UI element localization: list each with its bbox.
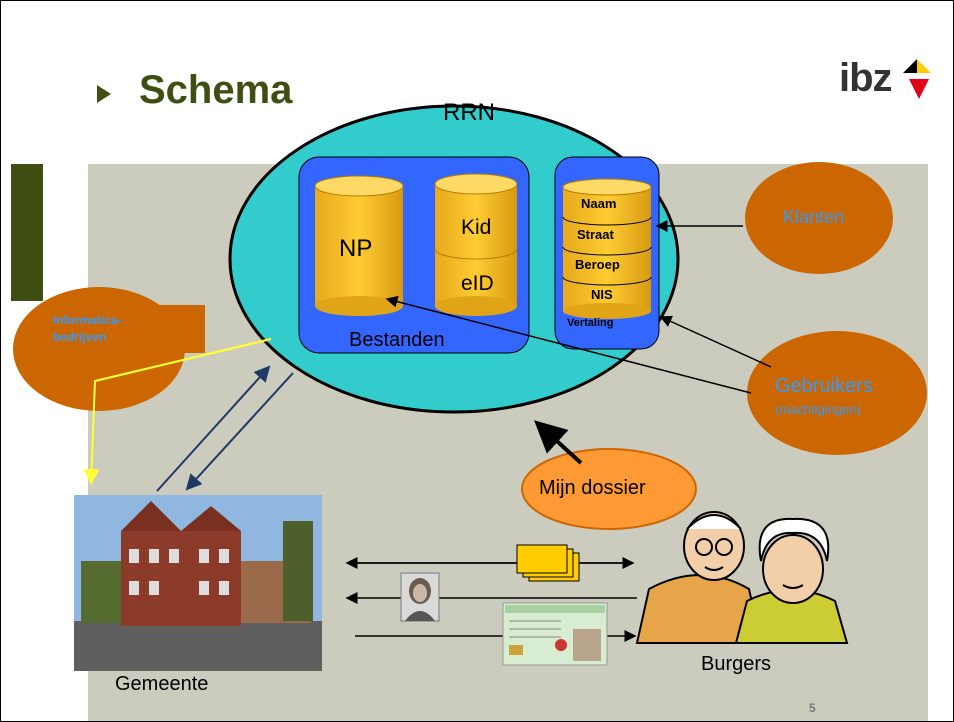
informatica-label-box (45, 305, 205, 353)
klanten-label: Klanten (783, 207, 845, 227)
vertaling-item-straat: Straat (577, 227, 614, 242)
gemeente-to-rrn-arrow (156, 365, 271, 492)
id-card-icon (502, 602, 608, 666)
logo-flag-icon (903, 59, 931, 99)
eid-label: eID (461, 272, 494, 295)
rrn-label: RRN (443, 99, 495, 126)
documents-icon (516, 544, 580, 582)
informatica-yellow-line (94, 338, 272, 382)
gemeente-label: Gemeente (115, 673, 209, 695)
page-number: 5 (809, 701, 816, 715)
vertaling-cylinder (562, 178, 652, 319)
mijn-dossier-ellipse (521, 448, 697, 530)
kid-label: Kid (461, 216, 492, 239)
informatica-label-line2: bedrijven (53, 330, 107, 344)
title-bullet-icon (97, 85, 111, 103)
slide-title: Schema (139, 68, 293, 112)
elderly-couple-clipart (635, 511, 849, 644)
kid-eid-cylinder (434, 173, 518, 316)
np-label: NP (339, 235, 373, 262)
building-photo (74, 495, 322, 671)
gebruikers-ellipse (747, 331, 927, 455)
gebruikers-vertaling-arrow (659, 315, 772, 368)
gebruikers-sublabel: (machtigingen) (775, 402, 861, 417)
bestanden-label: Bestanden (349, 329, 445, 351)
mijn-dossier-label: Mijn dossier (539, 477, 646, 499)
accent-bar (11, 164, 43, 301)
np-cylinder (314, 175, 404, 316)
id-photo-icon (400, 572, 440, 622)
vertaling-label: Vertaling (567, 317, 614, 329)
gebruikers-label: Gebruikers (775, 375, 873, 397)
informatica-label-line1: Informatica- (53, 313, 122, 327)
vertaling-item-beroep: Beroep (575, 257, 620, 272)
ibz-logo: ibz (839, 55, 935, 101)
burgers-label: Burgers (701, 653, 772, 675)
vertaling-item-nis: NIS (591, 287, 613, 302)
klanten-ellipse (745, 162, 893, 274)
burgers-rrn-arrow (534, 420, 583, 465)
gebruikers-np-arrow (385, 295, 752, 394)
logo-text: ibz (839, 56, 893, 100)
rrn-to-gemeente-arrow (185, 372, 294, 491)
vertaling-item-naam: Naam (581, 196, 617, 211)
